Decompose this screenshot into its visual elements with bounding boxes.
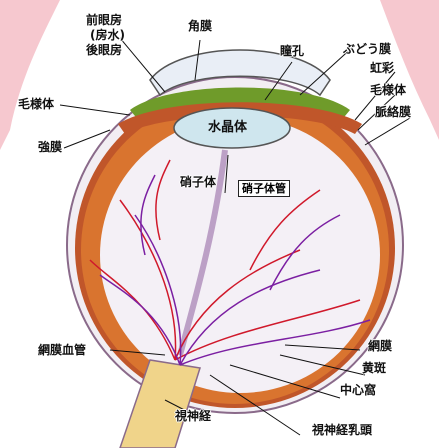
label-sclera: 強膜 bbox=[38, 141, 62, 154]
vitreous-body-shape bbox=[100, 117, 380, 393]
label-vitreous-body: 硝子体 bbox=[180, 176, 216, 189]
label-macula: 黄斑 bbox=[362, 362, 386, 375]
label-optic-nerve: 視神経 bbox=[175, 410, 211, 423]
label-anterior-chamber-line2: (房水) bbox=[90, 29, 125, 42]
label-retinal-vessels: 網膜血管 bbox=[38, 344, 86, 357]
label-pupil: 瞳孔 bbox=[280, 45, 304, 58]
extraocular-muscle-left bbox=[0, 0, 60, 150]
label-ciliary-muscle: 毛様体 bbox=[18, 98, 54, 111]
label-choroid: 脈絡膜 bbox=[375, 106, 411, 119]
label-cornea: 角膜 bbox=[188, 20, 212, 33]
label-anterior-chamber-line1: 前眼房 bbox=[86, 14, 122, 27]
label-lens: 水晶体 bbox=[208, 121, 247, 134]
label-retina: 網膜 bbox=[368, 340, 392, 353]
label-hyaloid-canal: 硝子体管 bbox=[238, 180, 290, 197]
label-fovea: 中心窩 bbox=[340, 384, 376, 397]
label-optic-disc: 視神経乳頭 bbox=[312, 424, 372, 437]
label-iris: 虹彩 bbox=[370, 62, 394, 75]
label-uvea: ぶどう膜 bbox=[343, 43, 391, 56]
label-posterior-chamber: 後眼房 bbox=[86, 44, 122, 57]
label-ciliary-body: 毛様体 bbox=[370, 84, 406, 97]
